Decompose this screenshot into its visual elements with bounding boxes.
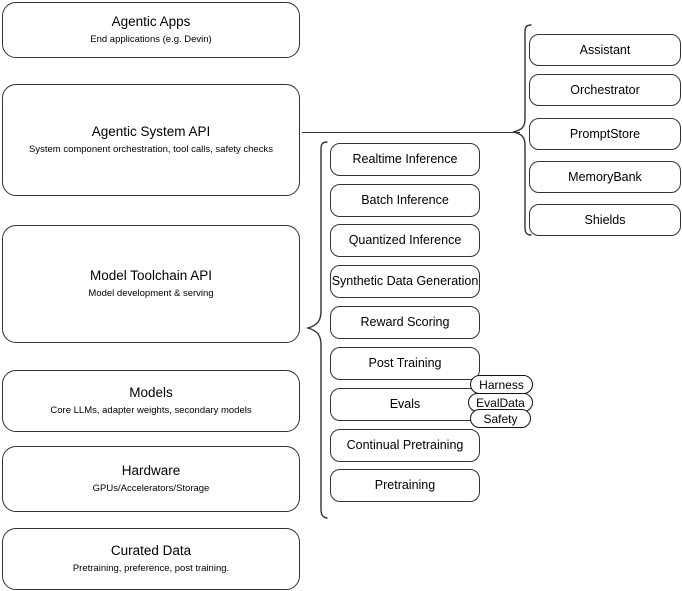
layer-curated-data[interactable]: Curated Data Pretraining, preference, po… — [2, 528, 300, 590]
component-label: PromptStore — [569, 126, 641, 141]
component-label: Quantized Inference — [348, 233, 462, 247]
component-label: Post Training — [368, 356, 442, 370]
layer-agentic-apps[interactable]: Agentic Apps End applications (e.g. Devi… — [2, 2, 300, 58]
component-label: Evals — [389, 397, 421, 411]
component-batch-inference[interactable]: Batch Inference — [330, 184, 480, 217]
badge-label: EvalData — [476, 395, 525, 410]
component-quantized-inference[interactable]: Quantized Inference — [330, 224, 480, 257]
layer-agentic-system-api[interactable]: Agentic System API System component orch… — [2, 84, 300, 196]
component-label: Continual Pretraining — [346, 438, 464, 452]
layer-model-toolchain-api[interactable]: Model Toolchain API Model development & … — [2, 225, 300, 343]
layer-hardware[interactable]: Hardware GPUs/Accelerators/Storage — [2, 446, 300, 512]
badge-evaldata[interactable]: EvalData — [468, 393, 533, 412]
component-label: Shields — [584, 212, 626, 227]
component-shields[interactable]: Shields — [529, 204, 681, 236]
layer-title: Agentic System API — [91, 124, 211, 139]
component-pretraining[interactable]: Pretraining — [330, 469, 480, 502]
layer-title: Models — [129, 385, 173, 400]
component-assistant[interactable]: Assistant — [529, 34, 681, 66]
layer-subtitle: Pretraining, preference, post training. — [72, 563, 230, 574]
layer-title: Model Toolchain API — [89, 268, 213, 283]
component-orchestrator[interactable]: Orchestrator — [529, 74, 681, 106]
badge-safety[interactable]: Safety — [470, 409, 531, 428]
component-label: Synthetic Data Generation — [331, 274, 479, 288]
component-reward-scoring[interactable]: Reward Scoring — [330, 306, 480, 339]
layer-subtitle: System component orchestration, tool cal… — [29, 144, 273, 155]
layer-subtitle: Core LLMs, adapter weights, secondary mo… — [50, 405, 252, 416]
layer-title: Hardware — [121, 463, 181, 478]
component-evals[interactable]: Evals — [330, 388, 480, 421]
layer-subtitle: End applications (e.g. Devin) — [90, 34, 212, 45]
brace-model-toolchain — [305, 141, 328, 519]
component-memorybank[interactable]: MemoryBank — [529, 161, 681, 193]
layer-title: Curated Data — [110, 543, 192, 558]
component-post-training[interactable]: Post Training — [330, 347, 480, 380]
component-realtime-inference[interactable]: Realtime Inference — [330, 143, 480, 176]
component-synthetic-data-generation[interactable]: Synthetic Data Generation — [330, 265, 480, 298]
component-promptstore[interactable]: PromptStore — [529, 118, 681, 150]
component-label: Batch Inference — [361, 193, 449, 207]
badge-label: Harness — [479, 377, 524, 392]
layer-subtitle: Model development & serving — [88, 288, 214, 299]
layer-models[interactable]: Models Core LLMs, adapter weights, secon… — [2, 370, 300, 432]
layer-subtitle: GPUs/Accelerators/Storage — [92, 483, 210, 494]
component-label: MemoryBank — [568, 169, 642, 184]
component-label: Pretraining — [374, 478, 436, 492]
connector-system-api-to-components — [302, 132, 520, 134]
component-label: Realtime Inference — [352, 152, 458, 166]
badge-harness[interactable]: Harness — [470, 375, 533, 394]
component-label: Assistant — [579, 42, 631, 57]
component-label: Orchestrator — [570, 82, 640, 97]
badge-label: Safety — [483, 411, 518, 426]
layer-title: Agentic Apps — [111, 14, 191, 29]
component-continual-pretraining[interactable]: Continual Pretraining — [330, 429, 480, 462]
component-label: Reward Scoring — [360, 315, 450, 329]
